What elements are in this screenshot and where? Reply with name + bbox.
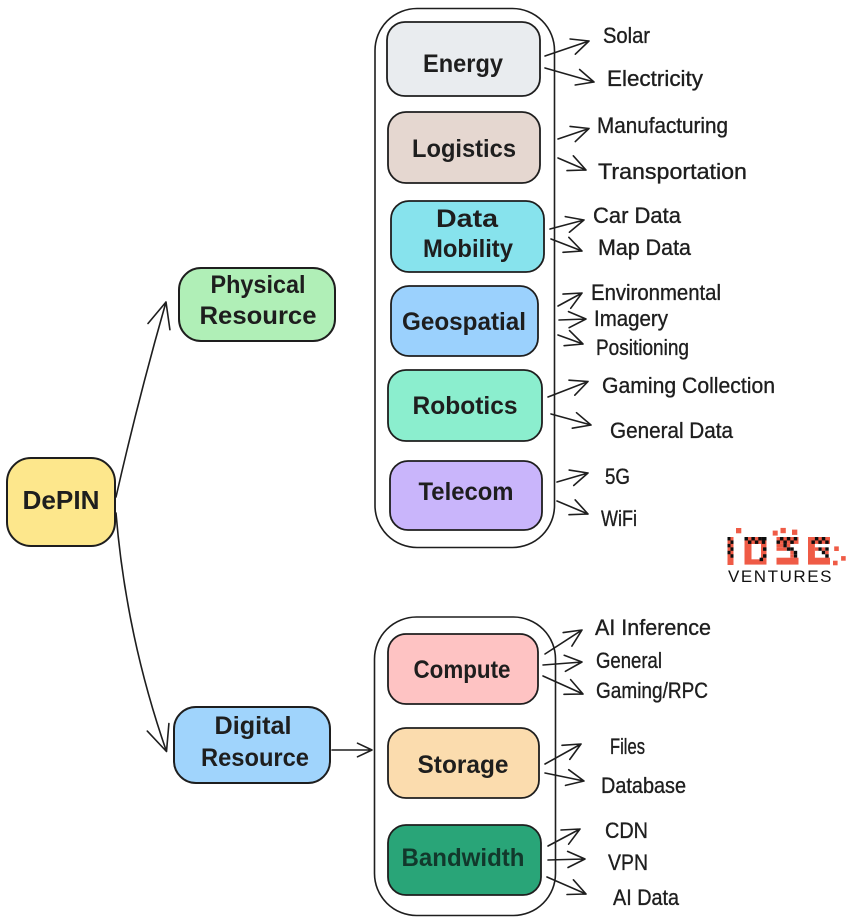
svg-text:5G: 5G <box>605 464 630 489</box>
svg-text:Electricity: Electricity <box>607 66 703 91</box>
svg-text:General: General <box>596 648 662 673</box>
svg-text:VENTURES: VENTURES <box>728 567 832 586</box>
svg-text:DePIN: DePIN <box>23 485 100 515</box>
svg-text:Resource: Resource <box>200 302 317 330</box>
svg-text:CDN: CDN <box>605 818 648 843</box>
svg-text:Imagery: Imagery <box>594 306 668 331</box>
svg-text:Database: Database <box>601 773 686 798</box>
svg-text:Gaming Collection: Gaming Collection <box>602 373 775 398</box>
svg-text:Car Data: Car Data <box>593 203 682 228</box>
svg-text:Telecom: Telecom <box>419 478 514 506</box>
svg-text:Solar: Solar <box>603 23 650 48</box>
svg-text:Bandwidth: Bandwidth <box>402 844 525 872</box>
svg-text:WiFi: WiFi <box>601 506 637 531</box>
svg-text:AI Data: AI Data <box>613 885 680 910</box>
svg-text:Energy: Energy <box>423 50 503 78</box>
svg-text:Robotics: Robotics <box>413 392 518 420</box>
svg-text:Mobility: Mobility <box>423 235 513 263</box>
svg-text:Logistics: Logistics <box>412 135 516 163</box>
svg-text:Data: Data <box>436 205 499 233</box>
svg-text:AI Inference: AI Inference <box>595 615 711 640</box>
svg-text:Digital: Digital <box>215 712 292 740</box>
svg-text:Resource: Resource <box>201 744 309 772</box>
svg-text:General Data: General Data <box>610 418 734 443</box>
svg-text:Physical: Physical <box>211 271 306 299</box>
svg-text:Storage: Storage <box>418 751 509 779</box>
svg-text:Gaming/RPC: Gaming/RPC <box>596 678 708 703</box>
svg-text:VPN: VPN <box>608 850 648 875</box>
svg-text:Compute: Compute <box>414 656 511 684</box>
svg-text:Geospatial: Geospatial <box>402 308 526 336</box>
svg-text:Environmental: Environmental <box>591 280 721 305</box>
svg-text:Map Data: Map Data <box>598 235 692 260</box>
svg-text:Manufacturing: Manufacturing <box>597 113 728 138</box>
svg-text:Transportation: Transportation <box>598 159 747 184</box>
svg-text:Files: Files <box>610 734 645 759</box>
svg-text:Positioning: Positioning <box>596 335 689 360</box>
